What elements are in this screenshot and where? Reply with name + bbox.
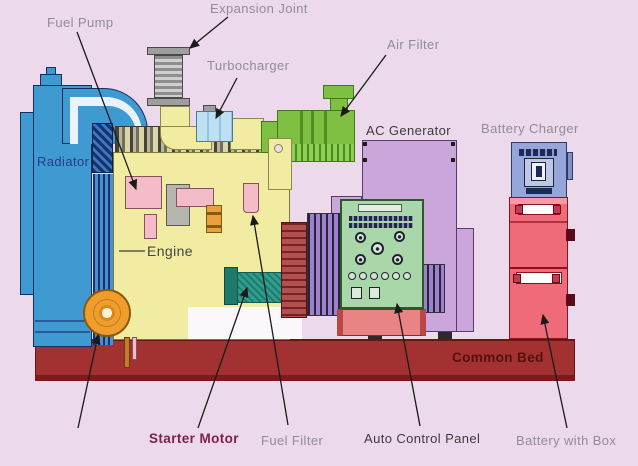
- fuel-pump-label: Fuel Pump: [47, 15, 114, 30]
- generator-bolt-tr: [451, 142, 455, 146]
- panel-switch-6: [403, 272, 411, 280]
- generator-bolt-mr: [451, 158, 455, 162]
- panel-gauge-center: [371, 242, 384, 255]
- engine-pink-strip: [144, 214, 157, 239]
- panel-switch-2: [359, 272, 367, 280]
- air-filter-label: Air Filter: [387, 37, 440, 52]
- starter-motor-label: Starter Motor: [149, 431, 239, 446]
- expansion-joint-flange-bottom: [147, 98, 190, 106]
- panel-switch-3: [370, 272, 378, 280]
- air-filter-seam-3: [324, 111, 327, 161]
- ac-generator-label: AC Generator: [366, 123, 452, 138]
- radiator-seam-upper: [35, 320, 90, 322]
- panel-indicator-row-2: [349, 223, 413, 228]
- battery-top-clip-left: [515, 205, 523, 214]
- generator-bolt-ml: [363, 158, 367, 162]
- battery-bottom-clip-right: [552, 274, 560, 283]
- air-filter-seam-2: [311, 111, 314, 161]
- generator-end-bracket: [456, 228, 474, 332]
- panel-indicator-row-1: [349, 216, 413, 221]
- battery-top-seam: [510, 221, 567, 223]
- charger-top-strip: [519, 149, 557, 156]
- starter-motor-unit: [237, 272, 283, 303]
- panel-switch-1: [348, 272, 356, 280]
- battery-top-handle: [566, 229, 575, 241]
- generator-bolt-tl: [363, 142, 367, 146]
- battery-bottom-clip-left: [513, 274, 521, 283]
- air-filter-fins: [283, 144, 354, 161]
- oil-filter-canister: [206, 205, 222, 233]
- panel-switch-5: [392, 272, 400, 280]
- battery-charger-label: Battery Charger: [481, 121, 579, 136]
- radiator-core-grille: [92, 123, 113, 173]
- turbocharger-label: Turbocharger: [207, 58, 290, 73]
- crank-pulley-wheel: [83, 289, 131, 337]
- generator-grille-right: [420, 264, 445, 313]
- control-panel-base: [337, 309, 426, 336]
- flywheel-coupling: [281, 222, 307, 318]
- battery-top-face: [510, 198, 567, 204]
- radiator-fan-panel: [20, 112, 34, 295]
- panel-gauge-4: [392, 254, 403, 265]
- panel-nameplate: [358, 204, 402, 212]
- generator-foot-right: [438, 332, 452, 339]
- charger-side-tab: [567, 152, 573, 180]
- expansion-joint-flange-top: [147, 47, 190, 55]
- battery-with-box-label: Battery with Box: [516, 433, 617, 448]
- battery-top-clip-right: [553, 205, 561, 214]
- fuel-filter-label: Fuel Filter: [261, 433, 324, 448]
- charger-bottom-strip: [526, 188, 552, 194]
- leader-expansion-joint: [188, 16, 229, 49]
- panel-gauge-1: [355, 232, 366, 243]
- panel-gauge-3: [355, 254, 366, 265]
- engine-lift-bracket-hole: [274, 144, 283, 153]
- drain-pipe-orange: [124, 337, 130, 368]
- fuel-pump-unit: [125, 176, 162, 209]
- engine-pink-manifold: [176, 188, 214, 207]
- intake-duct: [230, 118, 264, 150]
- panel-switch-4: [381, 272, 389, 280]
- charger-display-glyph: [536, 166, 542, 177]
- expansion-joint-bellows: [154, 55, 183, 98]
- fuel-filter-unit: [243, 183, 259, 213]
- drain-pipe-pink: [132, 337, 137, 360]
- auto-control-panel-label: Auto Control Panel: [364, 431, 481, 446]
- radiator-label: Radiator: [37, 154, 90, 169]
- panel-meter-1: [351, 287, 362, 299]
- generator-grille-left: [307, 213, 345, 316]
- panel-meter-2: [369, 287, 380, 299]
- common-bed-label: Common Bed: [452, 350, 544, 365]
- air-filter-seam-1: [300, 111, 303, 161]
- engine-label: Engine: [147, 243, 193, 259]
- air-filter-hood-top: [323, 85, 354, 99]
- battery-bottom-handle: [566, 294, 575, 306]
- panel-gauge-2: [394, 231, 405, 242]
- expansion-joint-label: Expansion Joint: [210, 1, 308, 16]
- radiator-seam-lower: [35, 331, 90, 333]
- turbocharger-unit: [196, 111, 233, 142]
- starter-motor-cylinder: [224, 267, 238, 305]
